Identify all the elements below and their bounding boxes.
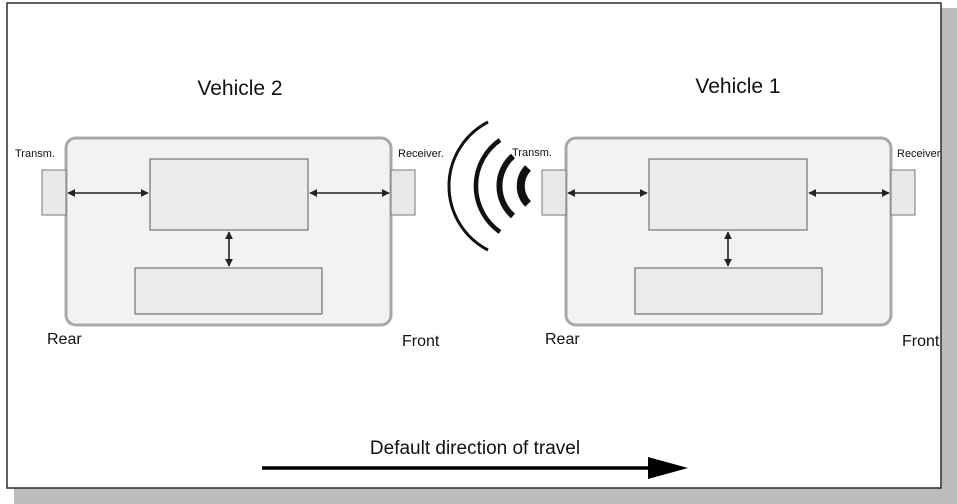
front-label: Front xyxy=(902,333,940,350)
wireless-signal-icon xyxy=(447,120,532,252)
receiver-label: Receiver. xyxy=(398,148,444,160)
vehicle-1: Vehicle 1 Transm. Receiver Rear Front xyxy=(512,75,941,350)
vehicle-title: Vehicle 2 xyxy=(197,77,282,100)
vehicle-2: Vehicle 2 Transm. Receiver. Rear Front xyxy=(15,77,444,350)
control-unit-box xyxy=(149,158,309,231)
receiver-box xyxy=(390,169,416,216)
frame-shadow-right xyxy=(941,8,957,504)
control-unit-box xyxy=(648,158,808,231)
transmitter-label: Transm. xyxy=(512,147,552,159)
right-arrow-icon xyxy=(262,457,688,479)
direction-caption: Default direction of travel xyxy=(370,438,580,459)
receiver-box xyxy=(890,169,916,216)
front-label: Front xyxy=(402,333,440,350)
signal-arc-inner xyxy=(496,153,516,219)
signal-arc-middle xyxy=(473,138,502,234)
vehicle-title: Vehicle 1 xyxy=(695,75,780,98)
rear-label: Rear xyxy=(47,331,82,348)
signal-arc-core xyxy=(516,165,532,207)
transmitter-label: Transm. xyxy=(15,148,55,160)
receiver-label: Receiver xyxy=(897,148,941,160)
rear-label: Rear xyxy=(545,331,580,348)
frame-shadow-bottom xyxy=(14,488,957,504)
lower-unit-box xyxy=(634,267,823,315)
transmitter-box xyxy=(41,169,67,216)
direction-arrow-head xyxy=(648,457,688,479)
transmitter-box xyxy=(541,169,567,216)
lower-unit-box xyxy=(134,267,323,315)
signal-arc-outer xyxy=(447,120,489,252)
